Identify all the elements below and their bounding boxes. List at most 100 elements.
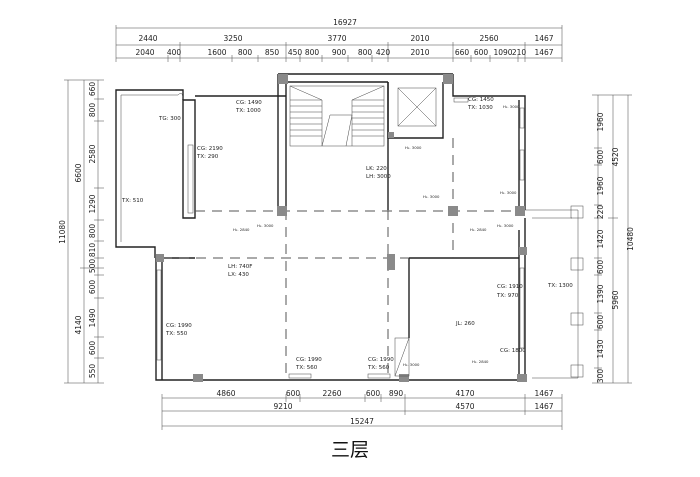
stair-treads-left: [290, 99, 322, 137]
bottom-dim-2: 600: [286, 389, 301, 398]
stair-treads-right: [352, 99, 384, 137]
right-sub-dim-9: 1430: [596, 339, 605, 358]
bottom-dim-1: 4860: [216, 389, 235, 398]
left-sub-dim-4: 1290: [88, 194, 97, 213]
label-cg1800: CG: 1800: [500, 348, 526, 354]
height-mark-8: H₂. 3000: [503, 104, 520, 109]
top-sub-dim-8: 900: [332, 48, 347, 57]
right-sub-dim-6: 600: [596, 260, 605, 275]
beam-lines: [162, 138, 525, 380]
height-mark-5: H₂. 3000: [257, 223, 274, 228]
bottom-dim-6: 4170: [455, 389, 474, 398]
right-sub-dim-10: 300: [596, 369, 605, 384]
left-sub-dim-2: 800: [88, 103, 97, 118]
label-tx1300: TX: 1300: [547, 283, 573, 289]
bottom-dim-3: 2260: [322, 389, 341, 398]
right-sub-dim-7: 1390: [596, 284, 605, 303]
left-dim-1: 6600: [74, 163, 83, 182]
label-tx560-bottom-2: TX: 560: [367, 365, 390, 371]
top-dim-4: 2010: [410, 34, 429, 43]
building-walls: [115, 73, 579, 381]
top-sub-dim-3: 1600: [207, 48, 226, 57]
left-sub-dim-11: 550: [88, 364, 97, 379]
top-sub-dim-14: 1090: [493, 48, 512, 57]
left-sub-dim-8: 600: [88, 280, 97, 295]
top-dimensions: 16927 2440 3250 3770 2010 2560 1467 2040…: [115, 18, 563, 62]
floor-title: 三层: [331, 439, 369, 461]
bottom-dim-7: 1467: [534, 389, 553, 398]
label-lk220: LK: 220: [366, 166, 387, 172]
left-balcony-outline: [115, 89, 184, 258]
label-tx510: TX: 510: [121, 198, 144, 204]
height-mark-10: H₂. 2840: [472, 359, 489, 364]
left-dimensions: 11080 6600 4140 660 800 2580 1290 800 81…: [58, 79, 104, 384]
top-sub-dim-12: 660: [455, 48, 470, 57]
left-sub-dim-6: 810: [88, 243, 97, 258]
label-jl260: JL: 260: [455, 321, 475, 327]
label-cg1990-bottom-2: CG: 1990: [368, 357, 394, 363]
label-cg1490: CG: 1490: [236, 100, 262, 106]
height-mark-7: H₂. 3000: [497, 223, 514, 228]
bottom-sub-dim-3: 1467: [534, 402, 553, 411]
top-sub-dim-11: 2010: [410, 48, 429, 57]
height-mark-3: H₂. 3000: [500, 190, 517, 195]
right-sub-dim-4: 220: [596, 205, 605, 220]
structural-columns: [156, 74, 584, 382]
bottom-dim-4: 600: [366, 389, 381, 398]
height-mark-4: H₂. 2840: [233, 227, 250, 232]
label-cg2190: CG: 2190: [197, 146, 223, 152]
left-total-dimension: 11080: [58, 220, 67, 244]
elevator-shaft: [397, 87, 437, 127]
bottom-total-dimension: 15247: [350, 417, 374, 426]
top-sub-dim-7: 800: [305, 48, 320, 57]
bottom-dim-5: 890: [389, 389, 404, 398]
label-tx1030: TX: 1030: [467, 105, 493, 111]
top-dim-5: 2560: [479, 34, 498, 43]
top-sub-dim-15: 210: [512, 48, 527, 57]
right-dim-2: 5960: [611, 290, 620, 309]
label-lh3000: LH: 3000: [366, 174, 391, 180]
top-dim-2: 3250: [223, 34, 242, 43]
top-sub-dim-9: 800: [358, 48, 373, 57]
label-tx290: TX: 290: [196, 154, 219, 160]
top-sub-dim-2: 400: [167, 48, 182, 57]
right-sub-dim-3: 1960: [596, 176, 605, 195]
height-mark-1: H₂. 3000: [405, 145, 422, 150]
label-tg: TG: 300: [158, 116, 181, 122]
right-dim-1: 4520: [611, 147, 620, 166]
label-tx970: TX: 970: [496, 293, 519, 299]
top-total-dimension: 16927: [333, 18, 357, 27]
label-cg1990-left: CG: 1990: [166, 323, 192, 329]
left-sub-dim-5: 800: [88, 224, 97, 239]
top-sub-dim-4: 800: [238, 48, 253, 57]
left-sub-dim-3: 2580: [88, 144, 97, 163]
top-dim-6: 1467: [534, 34, 553, 43]
left-dim-2: 4140: [74, 315, 83, 334]
label-cg1450: CG: 1450: [468, 97, 494, 103]
right-total-dimension: 10480: [626, 227, 635, 251]
height-marks: H₂. 3000 H₂. 3000 H₂. 3000 H₂. 2840 H₂. …: [233, 104, 520, 367]
height-mark-2: H₂. 3000: [423, 194, 440, 199]
bottom-sub-dim-1: 9210: [273, 402, 292, 411]
windows: [156, 97, 525, 379]
top-sub-dim-6: 450: [288, 48, 303, 57]
label-lx430: LX: 430: [228, 272, 249, 278]
label-tx560-bottom-1: TX: 560: [295, 365, 318, 371]
height-mark-6: H₂. 2840: [470, 227, 487, 232]
right-sub-dim-2: 600: [596, 150, 605, 165]
left-sub-dim-9: 1490: [88, 308, 97, 327]
label-lh740f: LH: 740F: [228, 264, 252, 270]
top-sub-dim-10: 420: [376, 48, 391, 57]
top-sub-dim-13: 600: [474, 48, 489, 57]
label-tx1000: TX: 1000: [235, 108, 261, 114]
height-mark-9: H₂. 3000: [403, 362, 420, 367]
left-sub-dim-7: 500: [88, 259, 97, 274]
label-cg1910: CG: 1910: [497, 284, 523, 290]
bottom-dimensions: 4860 600 2260 600 890 4170 1467 9210 457…: [161, 389, 563, 430]
label-cg1990-bottom-1: CG: 1990: [296, 357, 322, 363]
room-annotations: TG: 300 CG: 1490 TX: 1000 CG: 2190 TX: 2…: [121, 97, 573, 371]
top-sub-dim-16: 1467: [534, 48, 553, 57]
bottom-sub-dim-2: 4570: [455, 402, 474, 411]
